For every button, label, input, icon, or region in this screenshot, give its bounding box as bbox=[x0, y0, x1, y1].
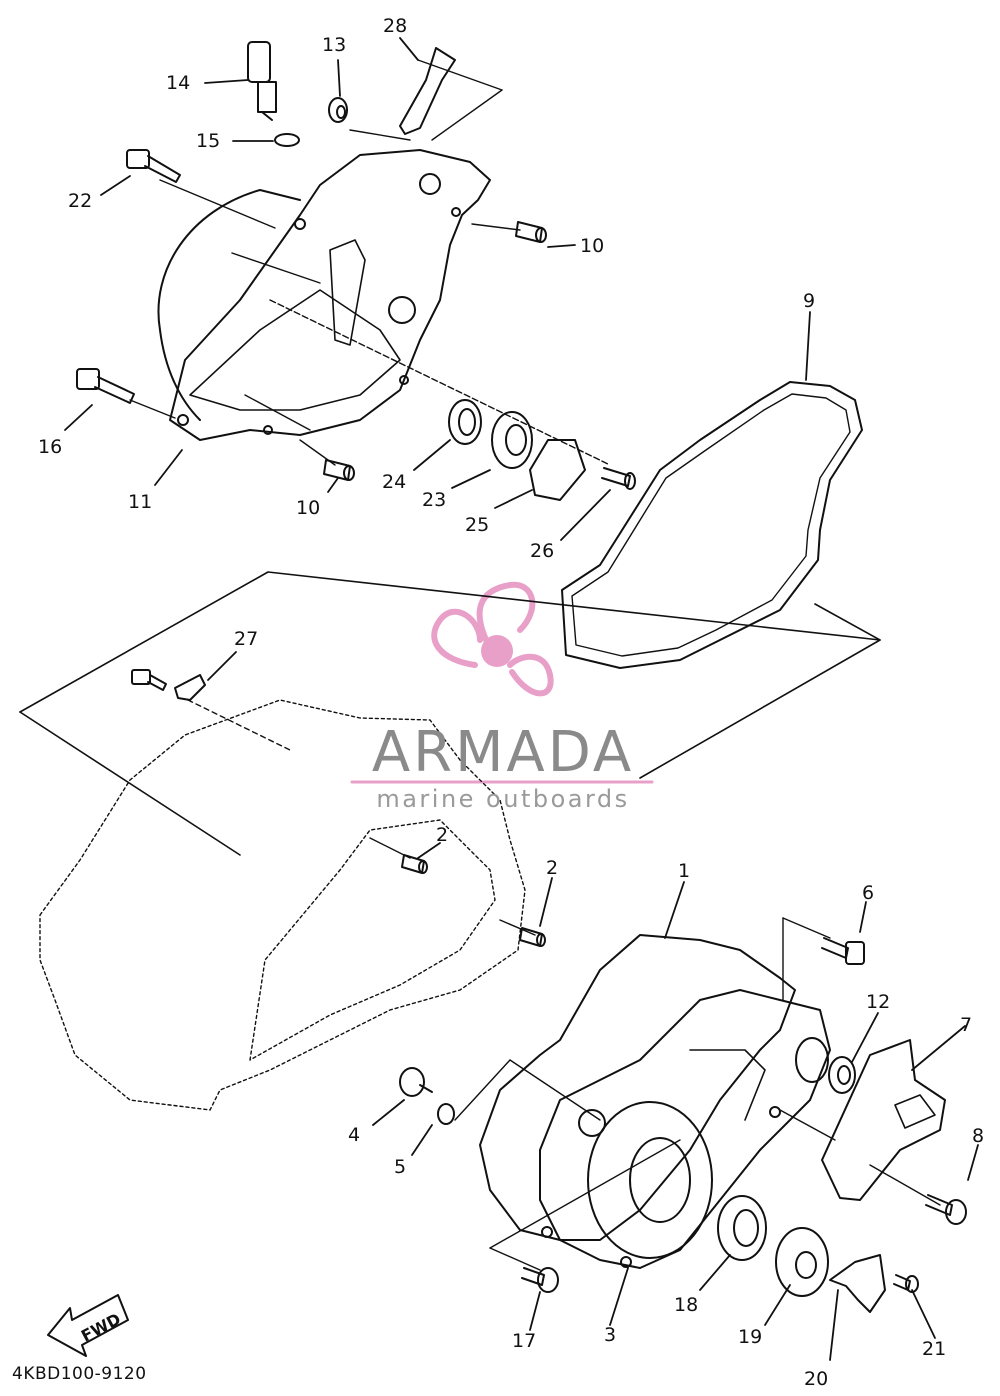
part-label-3: 3 bbox=[604, 1324, 617, 1346]
crankcase-outline bbox=[39, 699, 526, 1111]
crankcase-cover-left bbox=[157, 149, 491, 441]
plate-25 bbox=[529, 439, 586, 501]
part-label-28: 28 bbox=[383, 15, 408, 37]
part-label-12: 12 bbox=[866, 991, 891, 1013]
crankcase-face bbox=[249, 819, 496, 1061]
part-label-11: 11 bbox=[128, 491, 153, 513]
dowel-pin-bottom bbox=[323, 459, 355, 481]
part-label-2-left: 2 bbox=[436, 824, 449, 846]
part-label-9: 9 bbox=[803, 290, 816, 312]
oil-seal-small bbox=[328, 97, 348, 123]
bolt-27 bbox=[131, 669, 206, 701]
part-label-16: 16 bbox=[38, 436, 63, 458]
bolt-6 bbox=[821, 937, 865, 965]
part-label-19: 19 bbox=[738, 1326, 763, 1348]
fwd-arrow-icon bbox=[47, 1294, 129, 1357]
part-label-10-top: 10 bbox=[580, 235, 605, 257]
reference-frames bbox=[19, 571, 881, 856]
bearing-23 bbox=[491, 411, 533, 469]
part-label-14: 14 bbox=[166, 72, 191, 94]
gasket-1 bbox=[479, 934, 796, 1241]
crankcase-cover-right bbox=[539, 989, 831, 1269]
part-label-6: 6 bbox=[862, 882, 875, 904]
brand-name: ARMADA bbox=[371, 720, 635, 785]
bearing-18 bbox=[717, 1195, 767, 1261]
part-label-22: 22 bbox=[68, 190, 93, 212]
part-label-23: 23 bbox=[422, 489, 447, 511]
dowel-pin-2a bbox=[401, 854, 428, 874]
diagram-reference-code: 4KBD100-9120 bbox=[12, 1364, 147, 1384]
part-label-27: 27 bbox=[234, 628, 259, 650]
oil-seal-24 bbox=[448, 399, 482, 445]
part-label-20: 20 bbox=[804, 1368, 829, 1390]
dowel-pin-2b bbox=[519, 927, 546, 947]
gasket-9 bbox=[561, 381, 863, 669]
o-ring bbox=[274, 133, 300, 147]
part-label-25: 25 bbox=[465, 514, 490, 536]
oil-seal-19 bbox=[775, 1227, 829, 1297]
bolt-8 bbox=[925, 1194, 967, 1225]
part-label-13: 13 bbox=[322, 34, 347, 56]
gasket-9-inner bbox=[571, 393, 851, 657]
screw-26 bbox=[601, 467, 636, 490]
sprocket-cover-7-window bbox=[894, 1094, 936, 1129]
clutch-bracket bbox=[399, 47, 456, 135]
part-label-15: 15 bbox=[196, 130, 221, 152]
part-label-2-right: 2 bbox=[546, 857, 559, 879]
propeller-logo-icon bbox=[431, 581, 554, 697]
brand-tagline: marine outboards bbox=[376, 785, 630, 813]
part-label-5: 5 bbox=[394, 1156, 407, 1178]
part-label-26: 26 bbox=[530, 540, 555, 562]
screw-21 bbox=[893, 1274, 919, 1293]
bolt-long-left bbox=[76, 368, 135, 404]
alignment-lines bbox=[129, 59, 941, 1271]
bolt-17 bbox=[521, 1267, 559, 1293]
part-label-1: 1 bbox=[678, 860, 691, 882]
drain-plug-4 bbox=[399, 1067, 433, 1097]
part-label-24: 24 bbox=[382, 471, 407, 493]
retainer-plate-20 bbox=[829, 1254, 886, 1313]
part-label-7: 7 bbox=[960, 1014, 973, 1036]
brand-watermark: ARMADA marine outboards bbox=[348, 720, 658, 813]
part-label-4: 4 bbox=[348, 1124, 361, 1146]
bolt-long-top bbox=[126, 149, 181, 183]
sprocket-cover-7 bbox=[821, 1039, 946, 1201]
part-label-10-bottom: 10 bbox=[296, 497, 321, 519]
leader-lines bbox=[64, 37, 979, 1361]
part-label-8: 8 bbox=[972, 1125, 985, 1147]
oil-dipstick bbox=[247, 41, 277, 121]
part-label-17: 17 bbox=[512, 1330, 537, 1352]
dowel-pin-top bbox=[515, 221, 547, 243]
oil-seal-12 bbox=[828, 1056, 856, 1094]
part-label-18: 18 bbox=[674, 1294, 699, 1316]
part-label-21: 21 bbox=[922, 1338, 947, 1360]
washer-5 bbox=[437, 1103, 455, 1125]
